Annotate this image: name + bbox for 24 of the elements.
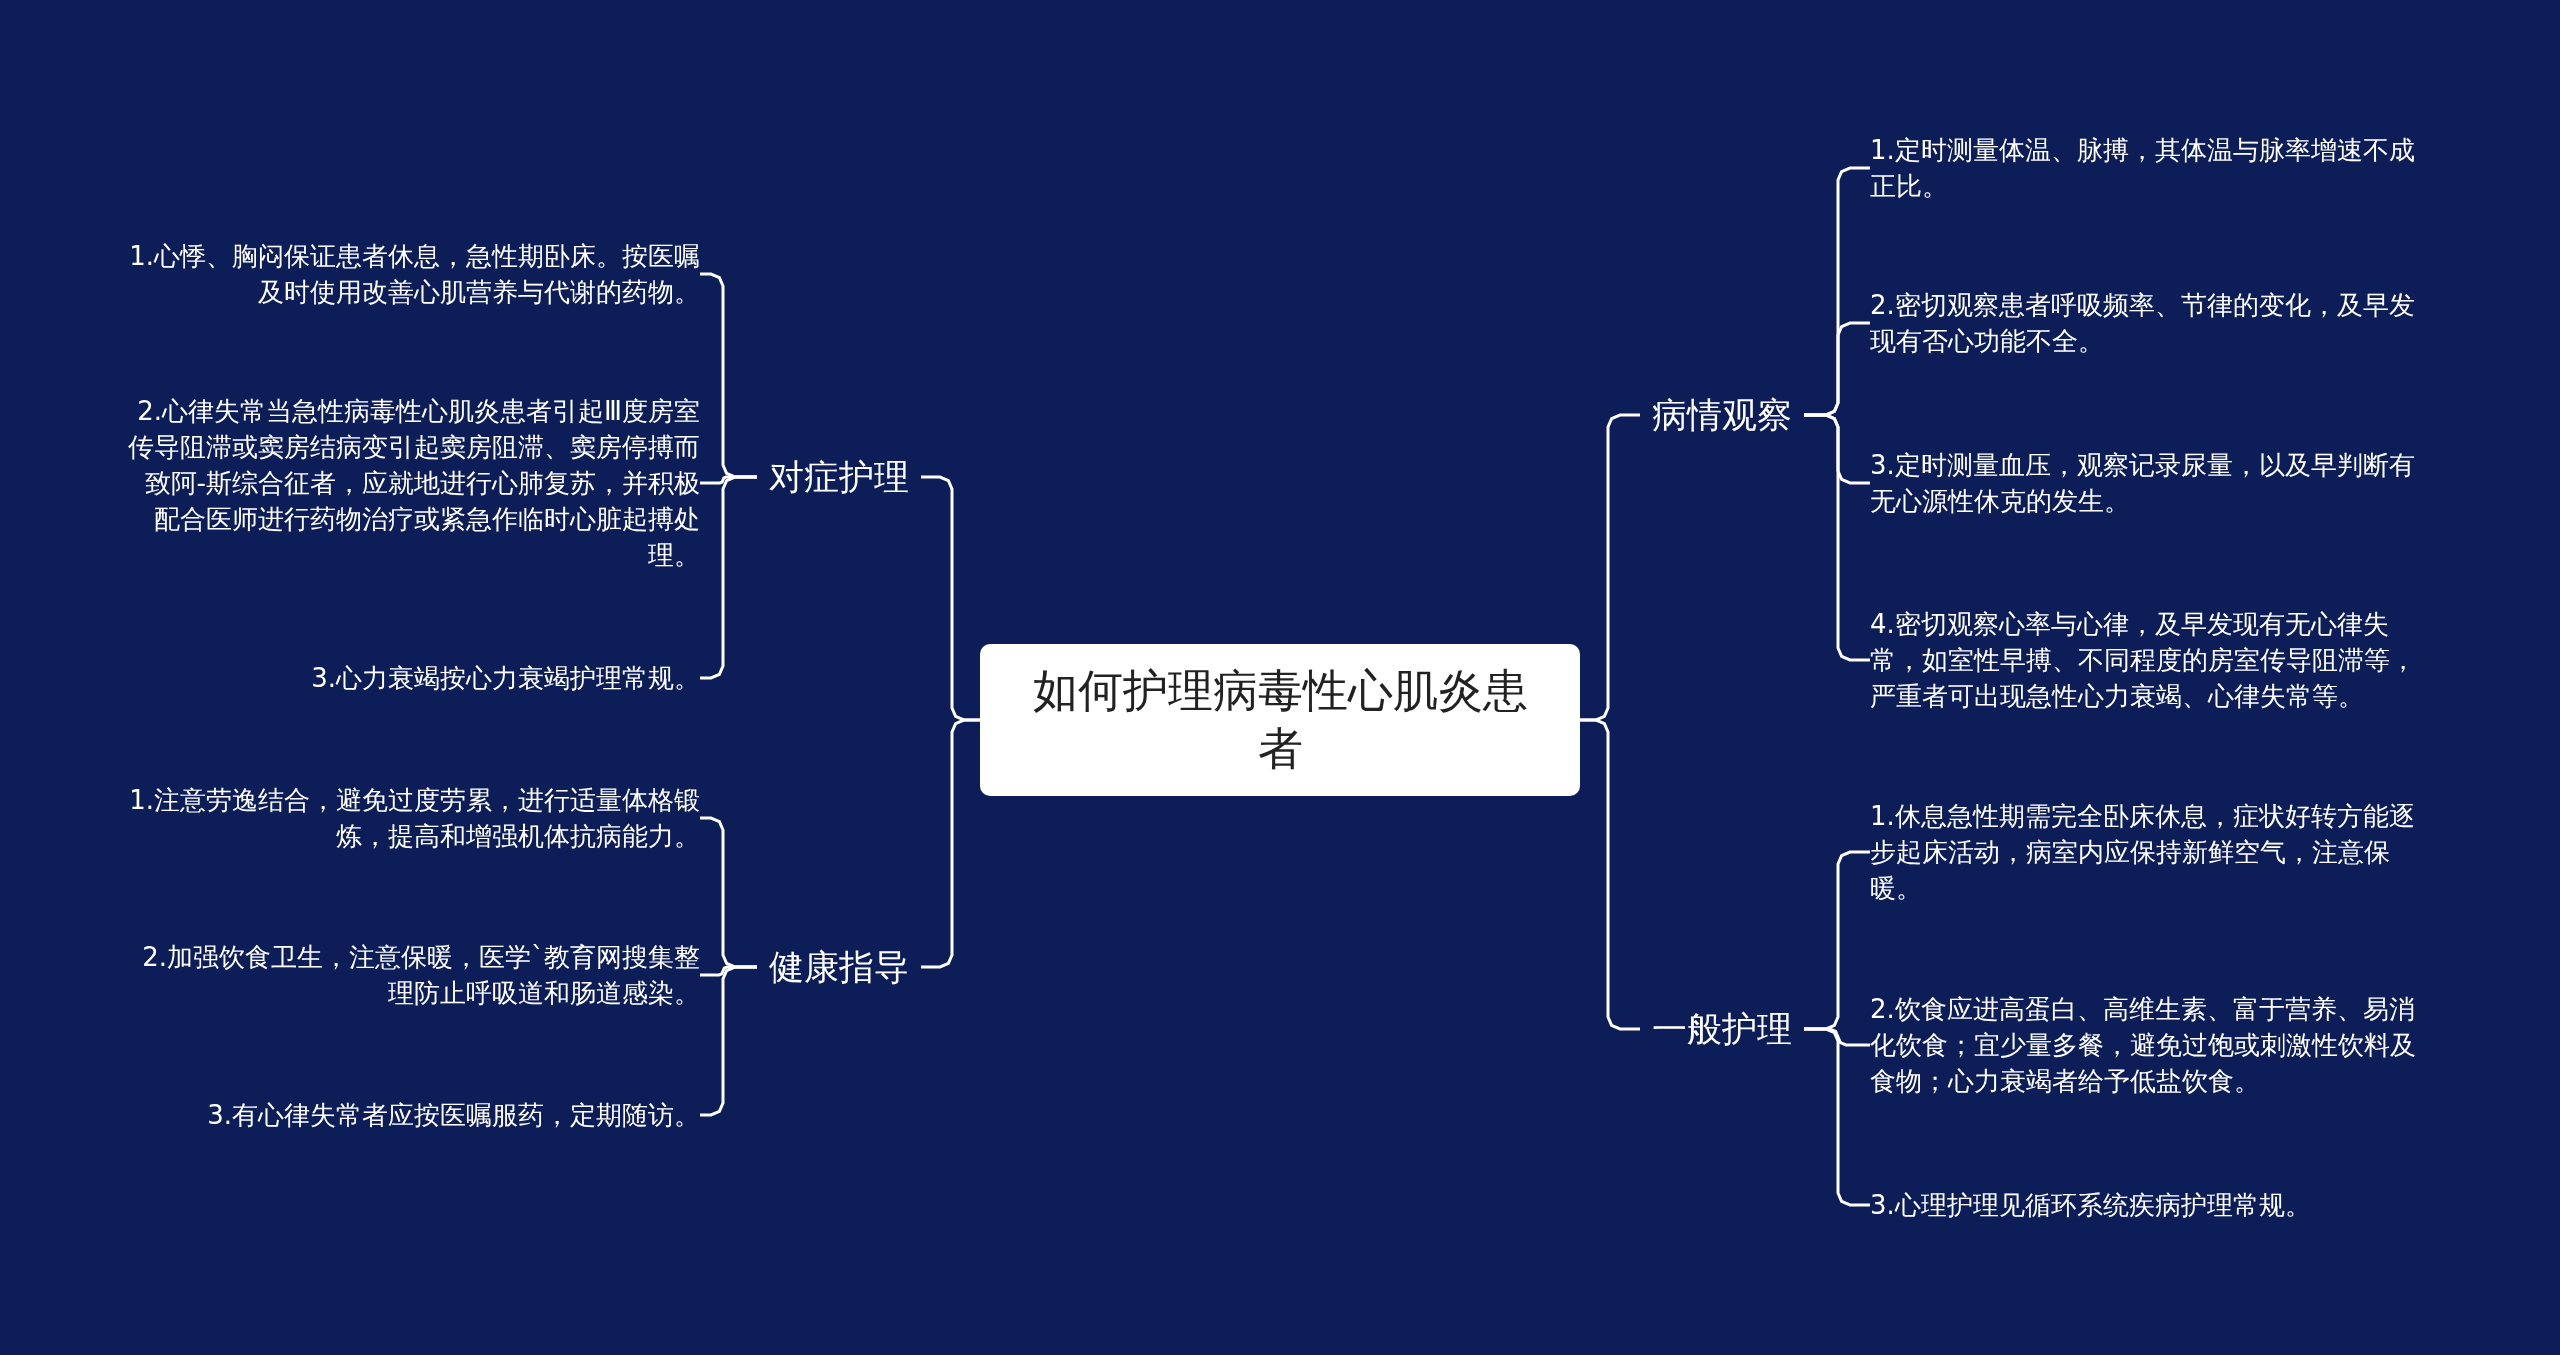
subtopic-text: 3.心理护理见循环系统疾病护理常规。 [1870, 1187, 2440, 1223]
connector-line [1580, 718, 1640, 1031]
subtopic-text: 1.注意劳逸结合，避免过度劳累，进行适量体格锻炼，提高和增强机体抗病能力。 [126, 782, 700, 854]
branch-topic: 健康指导 [757, 941, 921, 993]
connector-line [700, 965, 757, 1117]
subtopic-text: 3.心力衰竭按心力衰竭护理常规。 [126, 660, 700, 696]
subtopic-text: 3.定时测量血压，观察记录尿量，以及早判断有无心源性休克的发生。 [1870, 447, 2440, 519]
connector-line [1804, 1027, 1870, 1207]
subtopic-text: 1.休息急性期需完全卧床休息，症状好转方能逐步起床活动，病室内应保持新鲜空气，注意保暖。 [1870, 798, 2440, 906]
branch-topic: 病情观察 [1640, 389, 1804, 441]
subtopic-text: 2.心律失常当急性病毒性心肌炎患者引起Ⅲ度房室传导阻滞或窦房结病变引起窦房阻滞、窦房停搏而致阿-斯综合征者，应就地进行心肺复苏，并积极配合医师进行药物治疗或紧急作临时心脏起搏处理。 [126, 393, 700, 573]
branch-topic: 对症护理 [757, 451, 921, 503]
subtopic-text: 2.饮食应进高蛋白、高维生素、富于营养、易消化饮食；宜少量多餐，避免过饱或刺激性饮料及食物；心力衰竭者给予低盐饮食。 [1870, 991, 2440, 1099]
subtopic-text: 4.密切观察心率与心律，及早发现有无心律失常，如室性早搏、不同程度的房室传导阻滞等，严重者可出现急性心力衰竭、心律失常等。 [1870, 606, 2440, 714]
subtopic-text: 3.有心律失常者应按医嘱服药，定期随访。 [126, 1097, 700, 1133]
branch-topic: 一般护理 [1640, 1003, 1804, 1055]
subtopic-text: 2.密切观察患者呼吸频率、节律的变化，及早发现有否心功能不全。 [1870, 287, 2440, 359]
central-topic: 如何护理病毒性心肌炎患者 [980, 644, 1580, 796]
subtopic-text: 2.加强饮食卫生，注意保暖，医学`教育网搜集整理防止呼吸道和肠道感染。 [126, 939, 700, 1011]
connector-line [700, 475, 757, 680]
subtopic-text: 1.定时测量体温、脉搏，其体温与脉率增速不成正比。 [1870, 132, 2440, 204]
connector-line [921, 718, 980, 969]
connector-line [1804, 413, 1870, 662]
subtopic-text: 1.心悸、胸闷保证患者休息，急性期卧床。按医嘱及时使用改善心肌营养与代谢的药物。 [126, 238, 700, 310]
